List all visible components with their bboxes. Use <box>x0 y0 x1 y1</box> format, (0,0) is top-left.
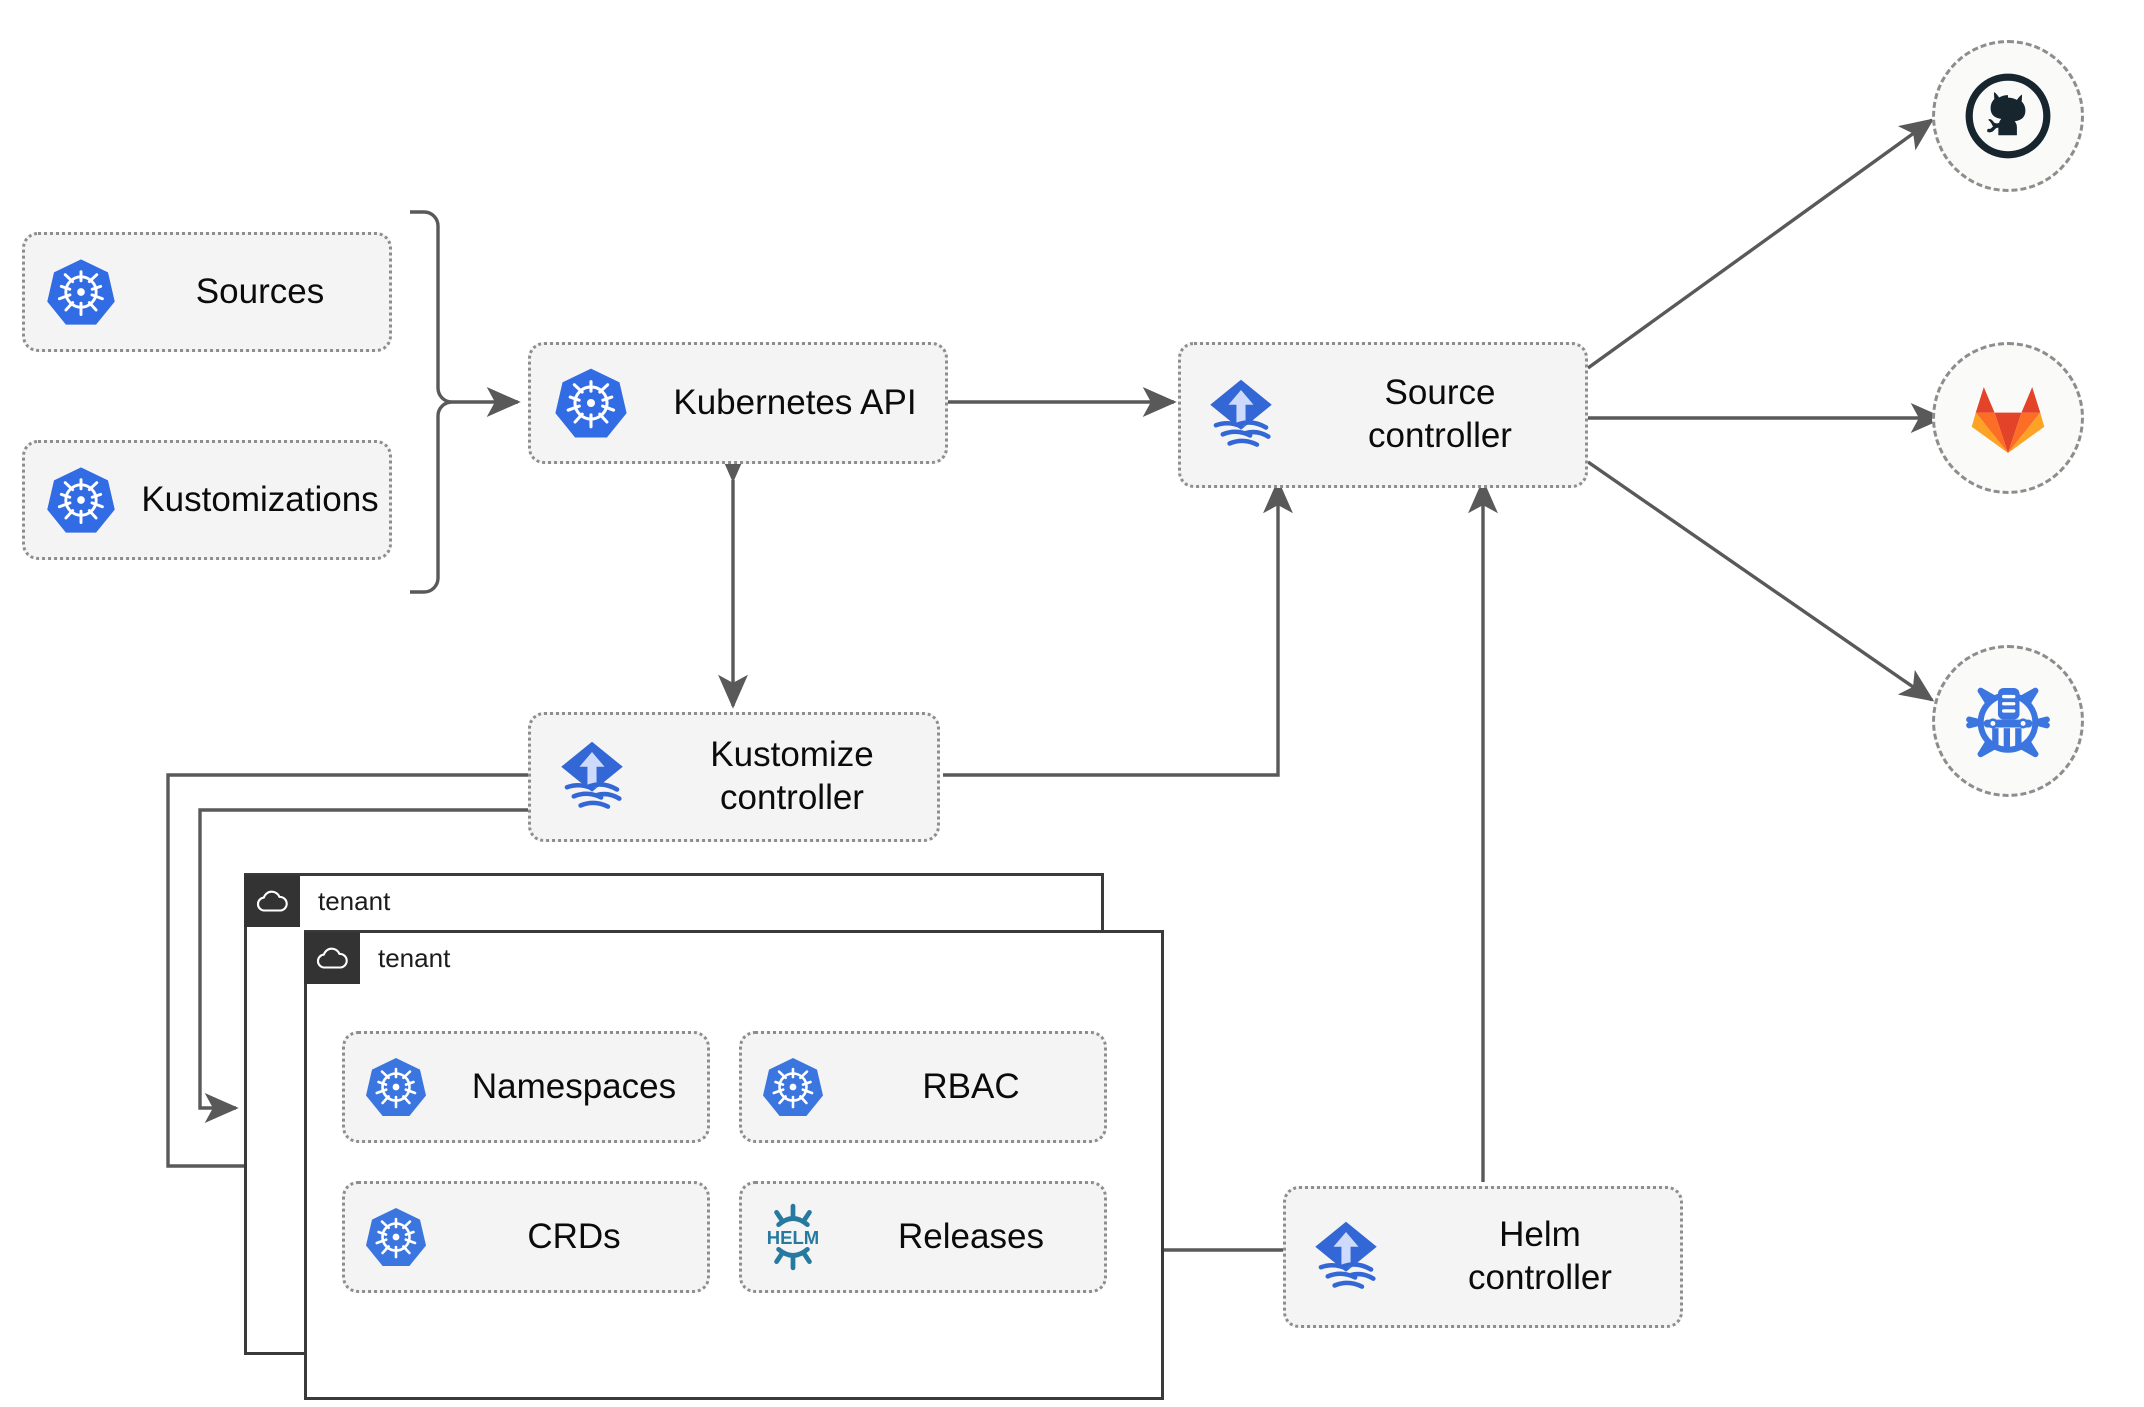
repo-helm-repository[interactable] <box>1932 645 2084 797</box>
kubernetes-icon <box>345 1055 447 1119</box>
flux-icon <box>1181 374 1301 456</box>
kubernetes-icon <box>531 365 651 441</box>
node-sources[interactable]: Sources <box>22 232 392 352</box>
node-label: RBAC <box>922 1066 1020 1106</box>
gitlab-icon <box>1971 387 2045 453</box>
node-source-controller[interactable]: Source controller <box>1178 342 1588 488</box>
kubernetes-icon <box>25 464 137 536</box>
svg-text:HELM: HELM <box>767 1227 819 1248</box>
node-label: Namespaces <box>471 1066 677 1106</box>
node-label: Source controller <box>1368 373 1512 455</box>
tenant-label: tenant <box>318 885 391 916</box>
flux-icon <box>1286 1216 1406 1298</box>
edge-bracket <box>410 210 453 594</box>
node-label: CRDs <box>527 1216 621 1256</box>
node-label: Kustomize controller <box>710 735 874 817</box>
node-label: Kustomizations <box>141 479 379 519</box>
repo-github[interactable] <box>1932 40 2084 192</box>
cloud-icon <box>244 874 300 927</box>
kubernetes-icon <box>25 256 137 328</box>
node-namespaces[interactable]: Namespaces <box>342 1031 710 1143</box>
tenant-label: tenant <box>378 942 451 973</box>
github-icon <box>1965 73 2051 159</box>
helm-icon: HELM <box>742 1200 844 1274</box>
edge-source-helmrepo <box>1587 460 1935 702</box>
tenant-titlebar: tenant <box>304 931 451 985</box>
node-helm-controller[interactable]: Helm controller <box>1283 1186 1683 1328</box>
helm-repo-icon <box>1966 687 2050 758</box>
node-label: Helm controller <box>1468 1215 1612 1297</box>
node-label: Sources <box>195 271 325 311</box>
edge-source-github <box>1587 118 1935 370</box>
tenant-container-front[interactable]: tenant Namespaces <box>304 930 1164 1400</box>
node-label: Kubernetes API <box>673 382 917 422</box>
tenant-titlebar: tenant <box>244 874 391 928</box>
cloud-icon <box>304 931 360 984</box>
node-kubernetes-api[interactable]: Kubernetes API <box>528 342 948 464</box>
node-label: Releases <box>898 1216 1044 1256</box>
node-releases[interactable]: HELM Releases <box>739 1181 1107 1293</box>
kubernetes-icon <box>742 1055 844 1119</box>
node-rbac[interactable]: RBAC <box>739 1031 1107 1143</box>
kubernetes-icon <box>345 1205 447 1269</box>
node-kustomizations[interactable]: Kustomizations <box>22 440 392 560</box>
node-kustomize-controller[interactable]: Kustomize controller <box>528 712 940 842</box>
edge-kustomize-source <box>943 479 1293 777</box>
node-crds[interactable]: CRDs <box>342 1181 710 1293</box>
repo-gitlab[interactable] <box>1932 342 2084 494</box>
flux-icon <box>531 736 653 818</box>
